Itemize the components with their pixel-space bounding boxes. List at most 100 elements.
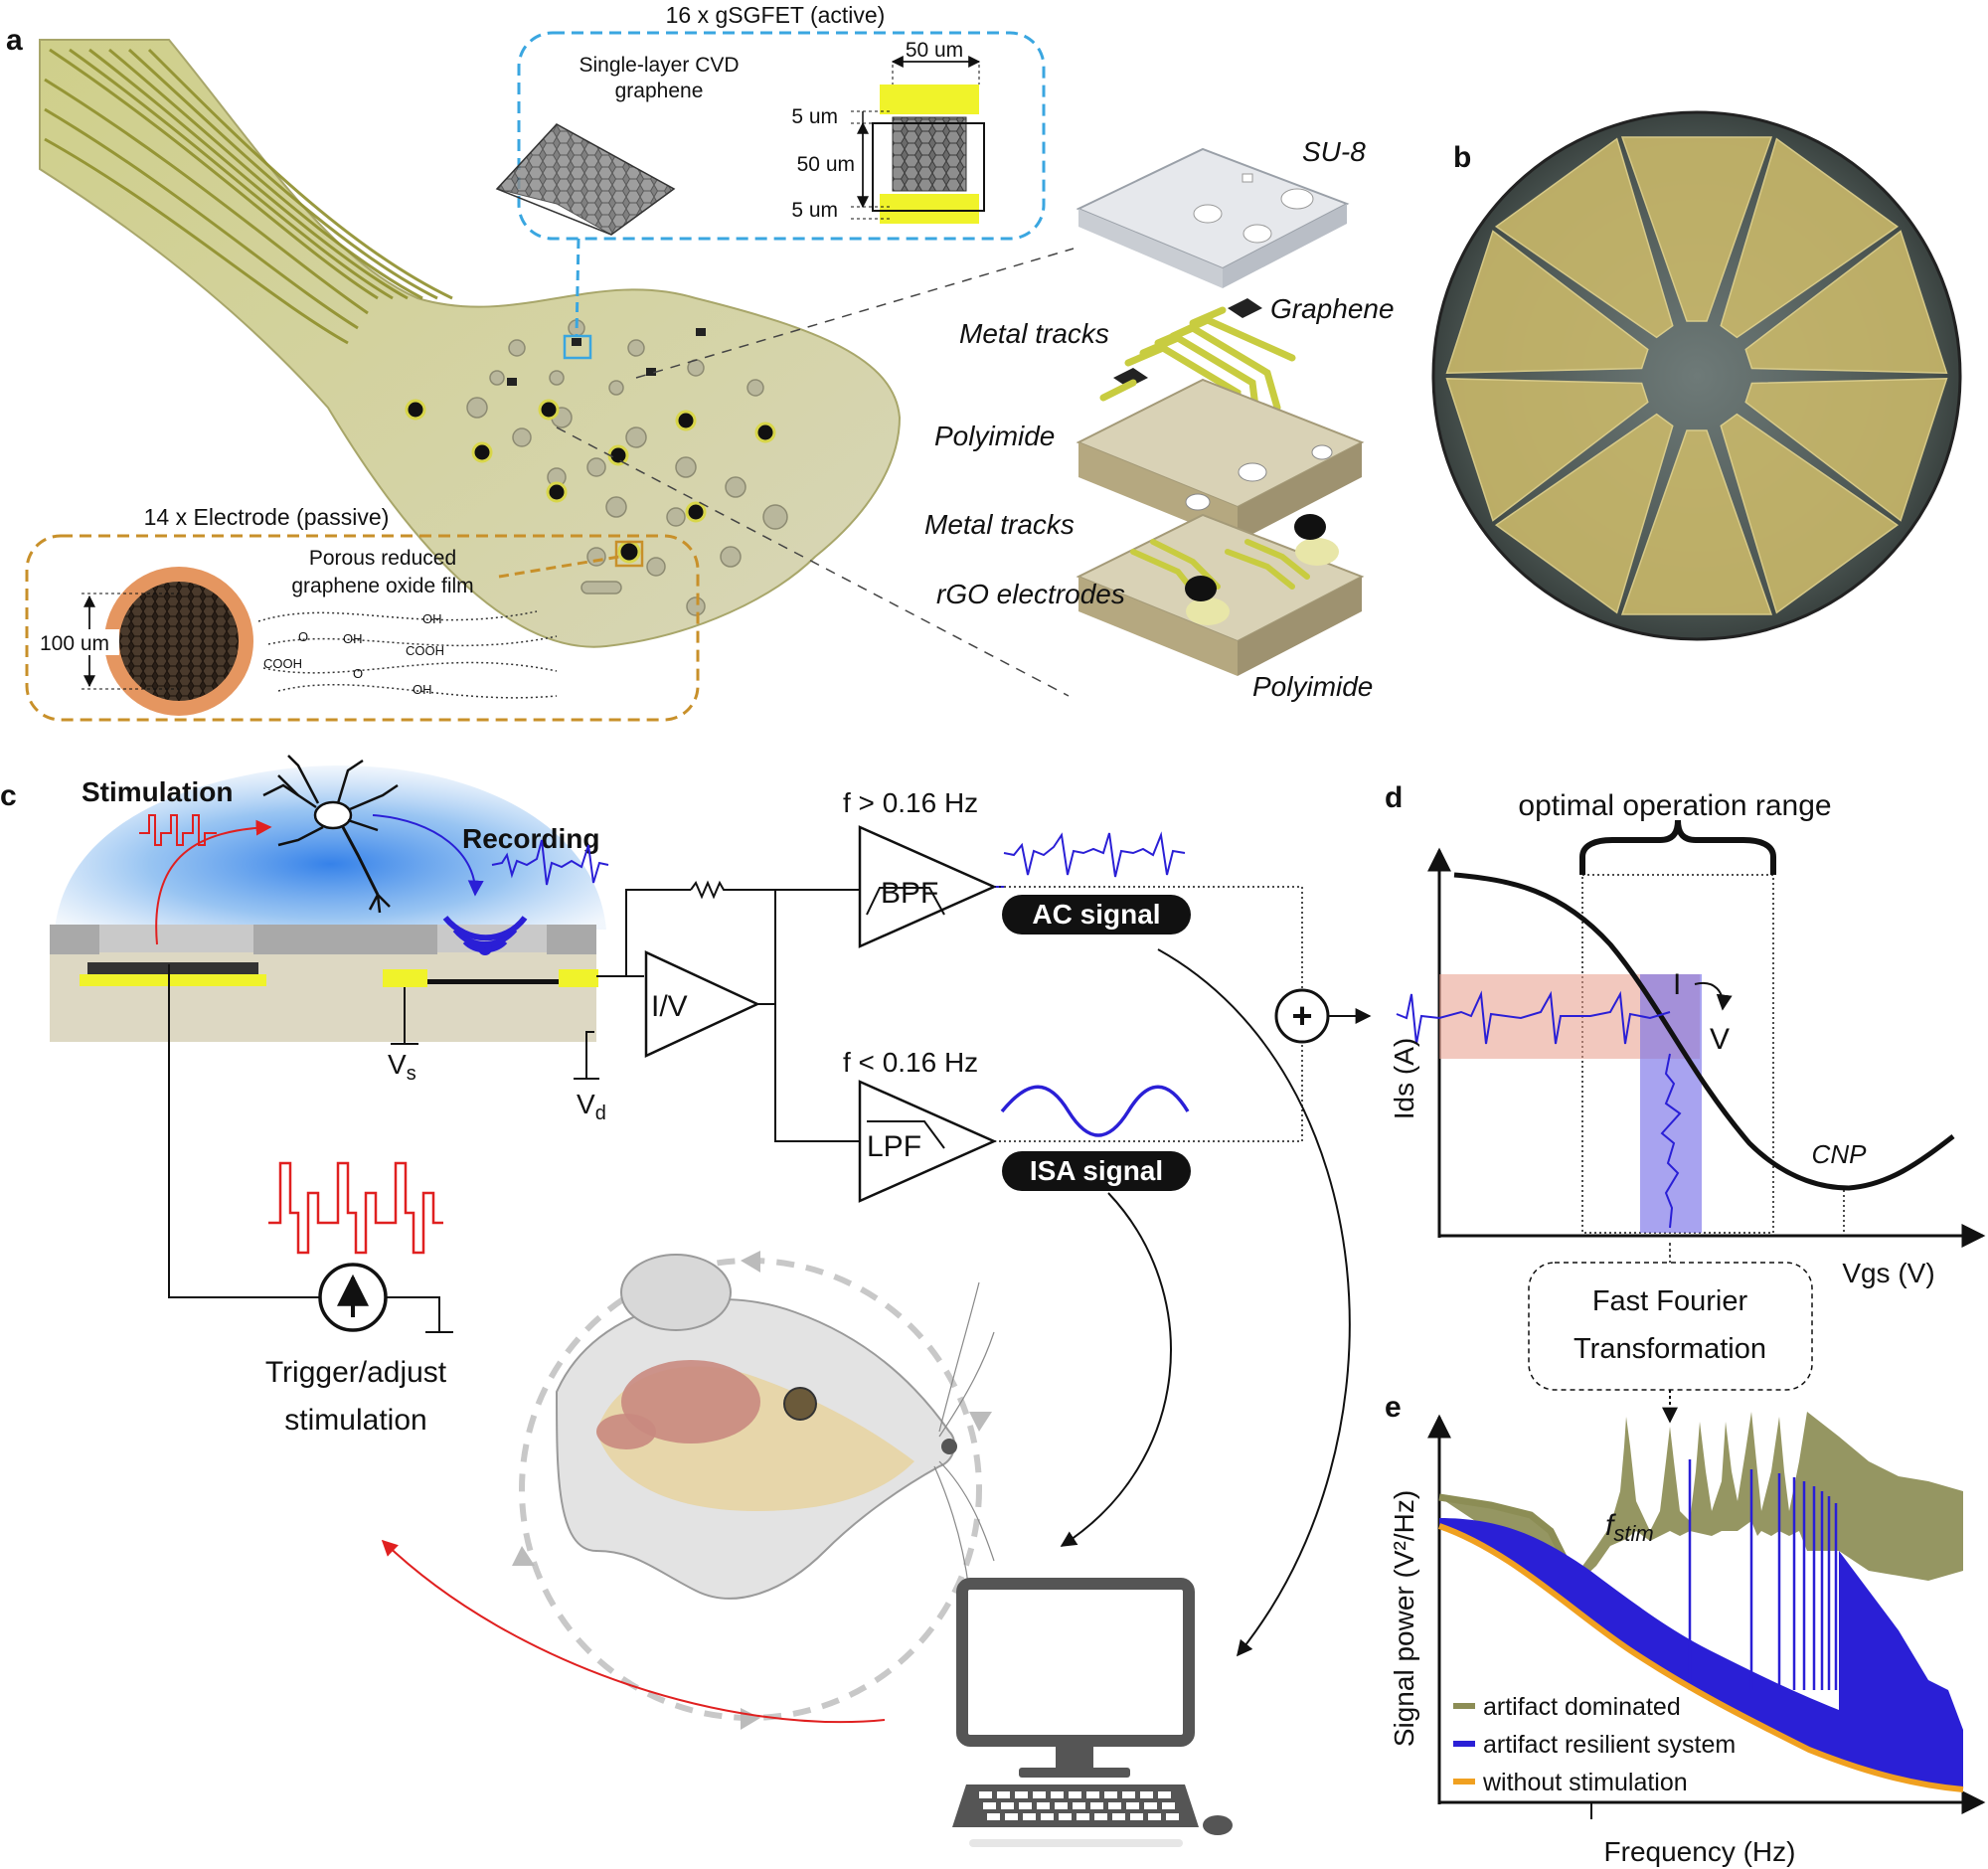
probe-fan [1445, 230, 1649, 374]
chem-cooh-1: COOH [406, 643, 444, 658]
layer-label-metal-tracks-2: Metal tracks [924, 509, 1075, 540]
isa-signal-badge: ISA signal [1002, 1151, 1191, 1191]
operation-range-title: optimal operation range [1518, 789, 1831, 822]
rat-head-illustration [555, 1254, 995, 1600]
chem-oh-3: OH [413, 682, 432, 697]
chem-o-2: O [353, 666, 363, 681]
rgo-label-line2: graphene oxide film [291, 575, 473, 597]
ac-signal-badge: AC signal [1002, 895, 1191, 934]
v-label: V [1710, 1023, 1730, 1056]
ac-signal-label: AC signal [1032, 899, 1160, 930]
vd-label: Vd [577, 1089, 606, 1124]
layer-label-su8: SU-8 [1302, 136, 1366, 167]
legend-artifact-dominated: artifact dominated [1483, 1693, 1681, 1721]
iv-label: I/V [651, 990, 688, 1023]
trigger-label-line1: Trigger/adjust [265, 1356, 447, 1389]
panel-label-d: d [1385, 781, 1403, 814]
fft-label-line2: Transformation [1574, 1333, 1766, 1365]
panel-b: b [1431, 110, 1962, 641]
electrode-title: 14 x Electrode (passive) [144, 504, 390, 530]
summation-node: + [1274, 988, 1330, 1044]
drain-contact [559, 969, 598, 987]
graphene-lattice-icon [495, 123, 676, 236]
panel-e: e fstim artifact dominated artifact resi… [1385, 1391, 1986, 1867]
dim-width: 50 um [906, 39, 963, 62]
stim-electrode [87, 962, 258, 976]
layer-polyimide-2 [1076, 513, 1365, 676]
i-label: I [1673, 968, 1681, 1001]
layer-label-rgo: rGO electrodes [936, 579, 1125, 609]
fft-box: Fast Fourier Transformation [1528, 1262, 1813, 1391]
computer-icon [952, 1578, 1233, 1847]
voltage-window [1640, 974, 1702, 1233]
vs-label: Vs [388, 1049, 416, 1085]
lpf-condition: f < 0.16 Hz [843, 1047, 978, 1078]
e-x-label: Frequency (Hz) [1604, 1836, 1796, 1867]
legend-without-stimulation: without stimulation [1482, 1769, 1688, 1796]
stim-pulse-large [268, 1161, 443, 1255]
circuit-wiring [168, 880, 860, 1333]
panel-a: a [6, 2, 1395, 722]
d-x-label: Vgs (V) [1842, 1258, 1934, 1288]
layer-label-graphene: Graphene [1270, 293, 1395, 324]
artifact-dominated-series [1439, 1412, 1963, 1586]
dim-top: 5 um [791, 105, 838, 128]
fft-label-line1: Fast Fourier [1592, 1285, 1748, 1317]
probe-illustration [39, 39, 902, 648]
e-y-label: Signal power (V²/Hz) [1389, 1490, 1419, 1747]
probe-fan [1720, 413, 1900, 614]
panel-d: d optimal operation range CNP I V Ids (A… [1385, 781, 1986, 1424]
range-brace [1579, 819, 1776, 875]
probe-fan [1744, 230, 1948, 374]
layer-su8 [1076, 147, 1350, 288]
recording-label: Recording [462, 823, 599, 854]
chem-o-1: O [298, 629, 308, 644]
lpf-label: LPF [867, 1130, 921, 1163]
gsgfet-title: 16 x gSGFET (active) [666, 2, 886, 28]
probe-fan [1494, 137, 1674, 339]
probe-fan [1620, 429, 1773, 615]
graphene-label-line2: graphene [615, 80, 704, 102]
stimulation-label: Stimulation [82, 776, 233, 807]
isa-signal-trace [1000, 1085, 1190, 1137]
probe-fan [1720, 137, 1900, 339]
rgo-label-line1: Porous reduced [309, 547, 456, 570]
layer-label-polyimide-2: Polyimide [1252, 671, 1373, 702]
d-y-label: Ids (A) [1389, 1038, 1419, 1119]
neuron-icon [262, 755, 399, 914]
dim-bottom: 5 um [791, 199, 838, 222]
probe-fan [1744, 378, 1948, 522]
output-voltage-trace [1660, 1053, 1682, 1229]
gsgfet-geometry-diagram: 50 um 5 um 50 um 5 um [791, 39, 985, 224]
panel-label-e: e [1385, 1391, 1402, 1424]
iv-converter: I/V [644, 950, 760, 1058]
input-current-trace [1396, 990, 1671, 1045]
chem-oh-2: OH [343, 631, 363, 646]
fstim-label: fstim [1605, 1509, 1654, 1546]
bpf-label: BPF [881, 877, 938, 910]
bpf-block: f > 0.16 Hz BPF [843, 787, 998, 948]
lpf-block: f < 0.16 Hz LPF [843, 1047, 998, 1203]
recording-trace-small [491, 839, 609, 886]
current-source-icon [318, 1263, 388, 1332]
graphene-channel [427, 979, 559, 984]
cnp-label: CNP [1812, 1139, 1868, 1169]
stim-pulse-small [139, 814, 217, 846]
panel-label-c: c [0, 779, 17, 812]
transfer-curve [1453, 872, 1955, 1191]
trigger-label-line2: stimulation [284, 1404, 426, 1437]
source-contact [383, 969, 427, 987]
panel-label-b: b [1453, 141, 1471, 174]
layer-stack: SU-8 Graphene Metal tracks [924, 136, 1395, 702]
probe-fan [1620, 136, 1773, 322]
panel-c: c Stimulation Recording [0, 755, 1372, 1847]
signal-wave-icon [442, 916, 528, 955]
sum-symbol: + [1291, 995, 1312, 1036]
ac-signal-trace [994, 831, 1186, 888]
isa-signal-label: ISA signal [1030, 1155, 1163, 1186]
wafer-probe-fans [1445, 136, 1948, 615]
graphene-square-icon [1228, 298, 1262, 318]
e-legend: artifact dominated artifact resilient sy… [1453, 1693, 1736, 1796]
chem-oh-1: OH [422, 611, 442, 626]
